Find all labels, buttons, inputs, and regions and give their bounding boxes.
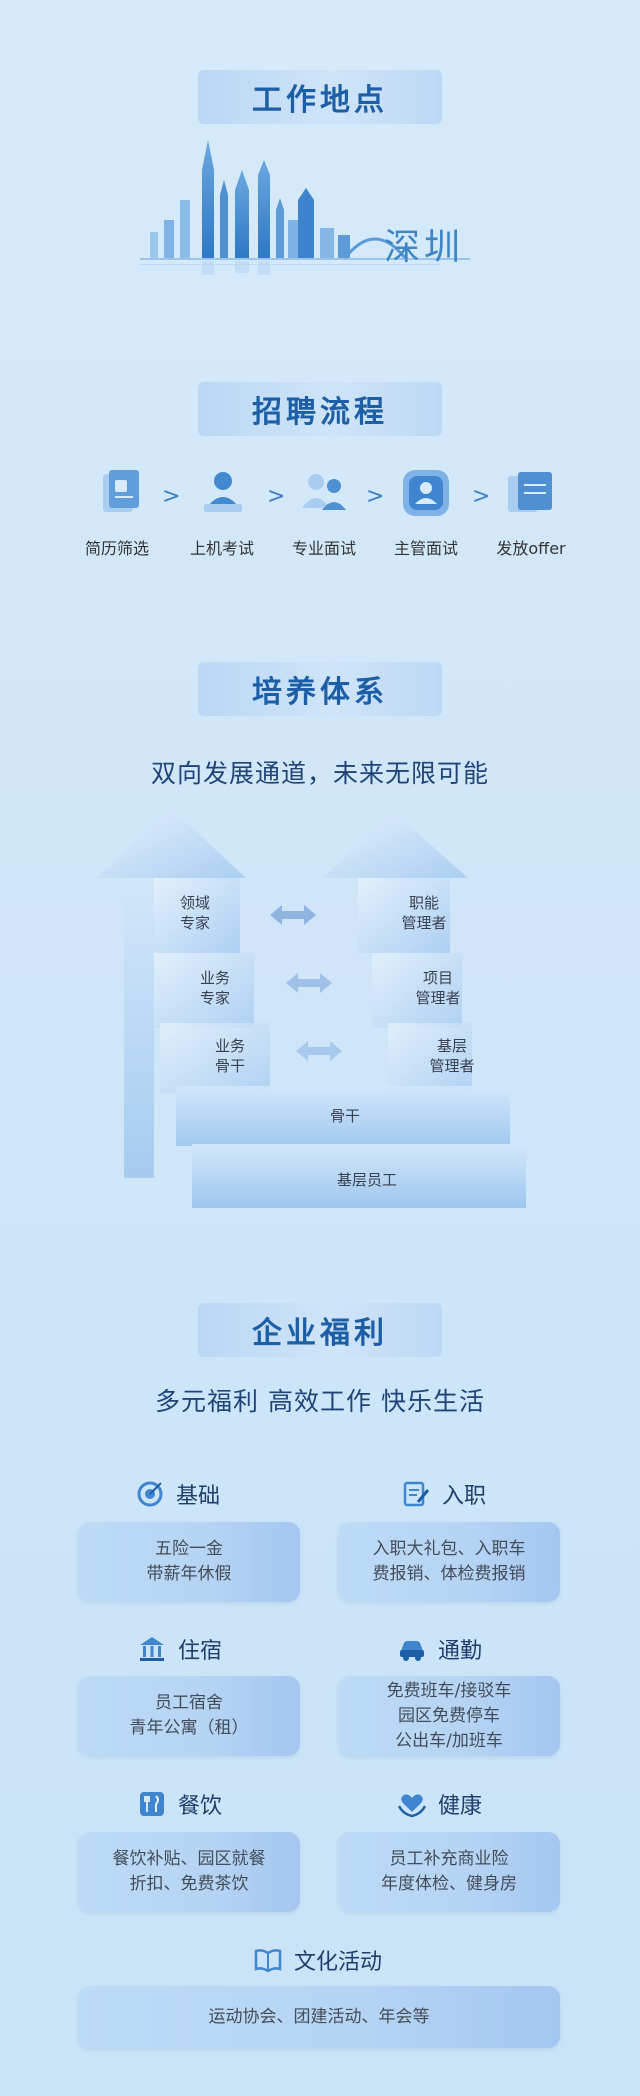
clipboard-pen-icon [403, 1481, 430, 1507]
path-node: 基层管理者 [429, 1037, 475, 1075]
benefit-card: 入职大礼包、入职车 费报销、体检费报销 [338, 1522, 560, 1602]
benefit-line: 运动协会、团建活动、年会等 [208, 2006, 430, 2027]
path-node: 职能管理者 [401, 894, 447, 932]
step-separator: > [267, 484, 286, 509]
benefit-card: 员工补充商业险 年度体检、健身房 [338, 1832, 560, 1912]
career-path-diagram [96, 808, 526, 1208]
benefit-name: 基础 [176, 1484, 221, 1509]
benefit-line: 员工补充商业险 [389, 1849, 509, 1869]
benefit-line: 餐饮补贴、园区就餐 [112, 1849, 266, 1869]
offer-icon [508, 472, 552, 512]
step-label: 主管面试 [393, 539, 458, 558]
benefit-line: 费报销、体检费报销 [372, 1564, 526, 1584]
benefit-heading: 餐饮 [138, 1788, 222, 1820]
benefit-heading: 住宿 [138, 1633, 222, 1665]
step-label: 发放offer [496, 539, 566, 558]
benefit-line: 年度体检、健身房 [381, 1874, 517, 1894]
skyline-illustration [140, 140, 470, 275]
benefit-name: 文化活动 [294, 1950, 383, 1975]
benefit-name: 入职 [442, 1484, 487, 1509]
benefit-name: 住宿 [178, 1639, 223, 1664]
path-node: 领域专家 [179, 894, 210, 932]
step-label: 简历筛选 [84, 539, 149, 558]
section-title-welfare: 企业福利 [198, 1303, 442, 1357]
benefit-heading: 基础 [136, 1478, 220, 1510]
benefit-heading: 健康 [398, 1788, 482, 1820]
benefit-line: 公出车/加班车 [395, 1730, 503, 1751]
path-node: 业务骨干 [214, 1037, 245, 1075]
benefit-heading: 入职 [402, 1478, 486, 1510]
step-separator: > [366, 484, 385, 509]
benefit-line: 入职大礼包、入职车 [372, 1539, 526, 1559]
benefit-heading: 通勤 [398, 1633, 482, 1665]
section-title-process: 招聘流程 [198, 382, 442, 436]
step-separator: > [162, 484, 181, 509]
section-title-location: 工作地点 [198, 70, 442, 124]
benefit-card: 运动协会、团建活动、年会等 [78, 1986, 560, 2048]
computer-exam-icon [204, 472, 242, 512]
benefit-line: 青年公寓（租） [129, 1718, 249, 1738]
benefit-card: 五险一金 带薪年休假 [78, 1522, 300, 1602]
path-node: 项目管理者 [415, 969, 461, 1007]
path-node: 骨干 [329, 1107, 360, 1125]
resume-icon [103, 470, 139, 512]
training-subtitle: 双向发展通道，未来无限可能 [150, 759, 489, 788]
benefit-line: 园区免费停车 [398, 1705, 500, 1726]
step-label: 专业面试 [291, 539, 356, 558]
interview-icon [302, 474, 346, 510]
path-node: 业务专家 [199, 969, 230, 1007]
building-icon [140, 1637, 164, 1661]
benefit-line: 折扣、免费茶饮 [129, 1874, 249, 1894]
benefit-card: 免费班车/接驳车 园区免费停车 公出车/加班车 [338, 1676, 560, 1756]
benefit-line: 五险一金 [155, 1539, 223, 1559]
cutlery-icon [140, 1792, 164, 1816]
benefit-card: 餐饮补贴、园区就餐 折扣、免费茶饮 [78, 1832, 300, 1912]
welfare-subtitle: 多元福利 高效工作 快乐生活 [155, 1387, 485, 1416]
benefit-heading: 文化活动 [254, 1944, 382, 1976]
manager-interview-icon [403, 470, 449, 516]
step-label: 上机考试 [189, 539, 254, 558]
section-title-training: 培养体系 [198, 662, 442, 716]
book-icon [254, 1949, 282, 1973]
target-icon [137, 1481, 163, 1507]
benefit-name: 通勤 [438, 1639, 483, 1664]
heart-hands-icon [398, 1794, 426, 1818]
city-name: 深圳 [384, 227, 465, 268]
benefit-line: 员工宿舍 [155, 1693, 223, 1713]
benefit-card: 员工宿舍 青年公寓（租） [78, 1676, 300, 1756]
benefit-line: 带薪年休假 [146, 1564, 232, 1584]
benefit-name: 健康 [438, 1794, 483, 1819]
benefit-name: 餐饮 [178, 1794, 223, 1819]
step-separator: > [472, 484, 491, 509]
car-icon [400, 1641, 424, 1661]
benefit-line: 免费班车/接驳车 [386, 1680, 512, 1701]
path-node: 基层员工 [336, 1171, 397, 1189]
